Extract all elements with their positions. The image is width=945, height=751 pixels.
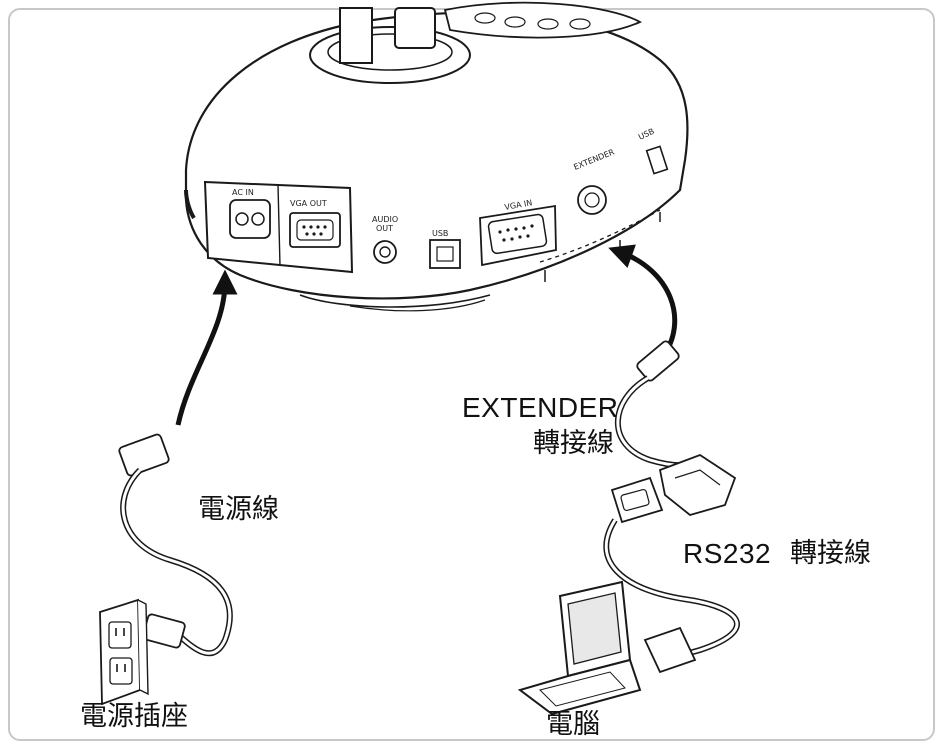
rs232-cable-label: 轉接線 — [790, 538, 871, 569]
wall-outlet — [99, 598, 149, 706]
extender-cable-title: EXTENDER — [462, 392, 619, 423]
rs232-cable-title: RS232 — [683, 538, 772, 569]
usb-port: USB — [429, 229, 461, 269]
vga-in-port: VGA IN — [479, 198, 557, 267]
power-cord-label: 電源線 — [198, 494, 279, 525]
audio-out-label-2: OUT — [376, 224, 393, 233]
computer-label: 電腦 — [546, 709, 600, 740]
rear-panel: AC IN VGA OUT AUDIO OUT — [203, 127, 669, 282]
audio-out-label-1: AUDIO — [372, 215, 398, 224]
extender-cable-label: 轉接線 — [533, 428, 614, 459]
laptop — [517, 580, 642, 716]
audio-out-port: AUDIO OUT — [372, 215, 398, 264]
vga-out-port: VGA OUT — [289, 199, 341, 248]
power-arrow — [175, 269, 238, 426]
vga-out-label: VGA OUT — [290, 199, 327, 208]
document-camera: AC IN VGA OUT AUDIO OUT — [184, 1, 689, 312]
usb-label: USB — [432, 229, 448, 238]
power-cable — [118, 433, 233, 657]
power-outlet-label: 電源插座 — [80, 701, 188, 732]
ac-in-label: AC IN — [232, 188, 254, 197]
extender-cable — [603, 340, 740, 674]
ac-in-port: AC IN — [229, 188, 271, 239]
